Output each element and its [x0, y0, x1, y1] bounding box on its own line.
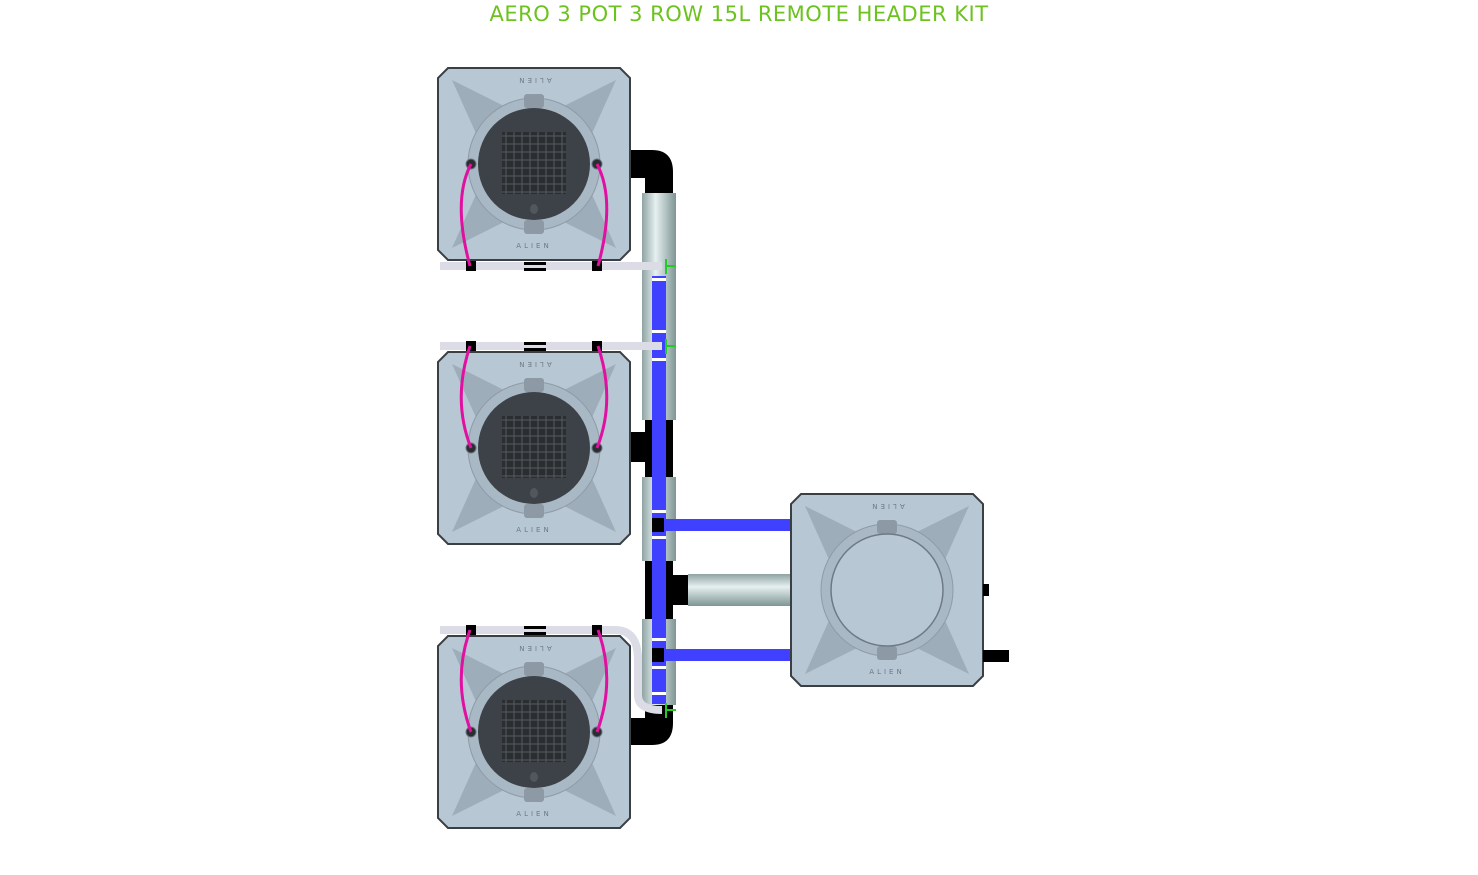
diagram-title: AERO 3 POT 3 ROW 15L REMOTE HEADER KIT [489, 2, 989, 26]
pot-brand-top: ALIEN [516, 76, 551, 84]
feed-line [652, 276, 792, 704]
pot-brand-bottom: ALIEN [516, 526, 551, 534]
reservoir: ALIEN ALIEN [790, 493, 1009, 687]
connector-icons [665, 259, 676, 718]
return-pipe [688, 574, 792, 606]
bottom-elbow [630, 700, 673, 745]
pot-brand-bottom: ALIEN [516, 810, 551, 818]
reservoir-outlet [983, 650, 1009, 662]
pot-brand-top: ALIEN [516, 360, 551, 368]
pot-2: ALIEN ALIEN [437, 351, 631, 545]
reservoir-port [983, 584, 989, 596]
reservoir-brand-top: ALIEN [869, 502, 904, 510]
air-lines [440, 262, 663, 714]
pot-1: ALIEN ALIEN [437, 67, 631, 261]
line-clamps [466, 261, 602, 635]
dripper-lines [459, 163, 609, 733]
feed-clips [652, 278, 666, 695]
reservoir-brand-bottom: ALIEN [869, 668, 904, 676]
top-elbow [630, 150, 673, 195]
middle-tee [630, 432, 648, 462]
pot-3: ALIEN ALIEN [437, 635, 631, 829]
pot-brand-bottom: ALIEN [516, 242, 551, 250]
pot-brand-top: ALIEN [516, 644, 551, 652]
reservoir-lid [830, 533, 944, 647]
